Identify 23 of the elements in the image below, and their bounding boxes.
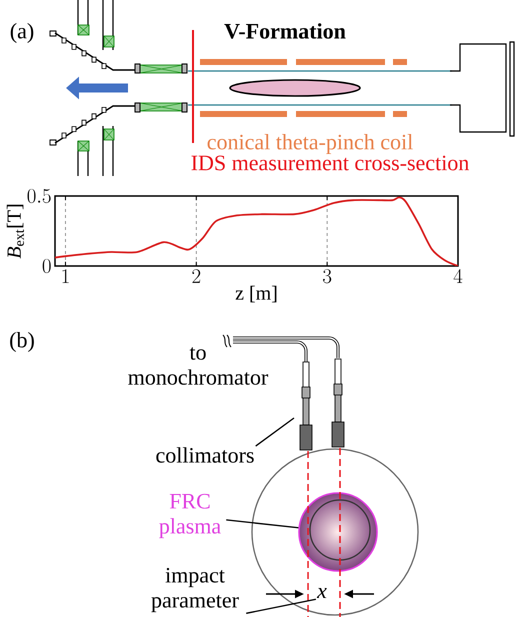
panel-label: (b): [10, 332, 34, 352]
text-label: to monochromator: [128, 347, 268, 385]
x-tick-label: 3: [323, 269, 332, 284]
leader-line: [246, 598, 316, 614]
plasma-sphere: [298, 492, 378, 572]
x-axis-title: z [m]: [236, 286, 276, 302]
dimension-label: x: [316, 588, 327, 598]
line-series: [55, 196, 458, 266]
panel-label: (a): [10, 23, 34, 43]
text-label: impact parameter: [151, 568, 239, 612]
x-tick-label: 4: [454, 269, 462, 283]
y-axis-title: B$_{ext}$[T]: [6, 204, 24, 258]
x-tick-label: 2: [192, 269, 200, 283]
cross-section-label: IDS measurement cross-section: [192, 156, 469, 170]
coil-label: conical theta-pinch coil: [208, 134, 413, 154]
text-label: FRC plasma: [159, 494, 221, 538]
title: V-Formation: [224, 23, 346, 39]
y-tick-label: 0.5: [28, 188, 51, 204]
text-label: collimators: [156, 447, 254, 463]
y-tick-label: 0: [42, 258, 51, 274]
x-tick-label: 1: [62, 269, 69, 283]
leader-line: [255, 417, 294, 447]
leader-line: [226, 519, 298, 528]
